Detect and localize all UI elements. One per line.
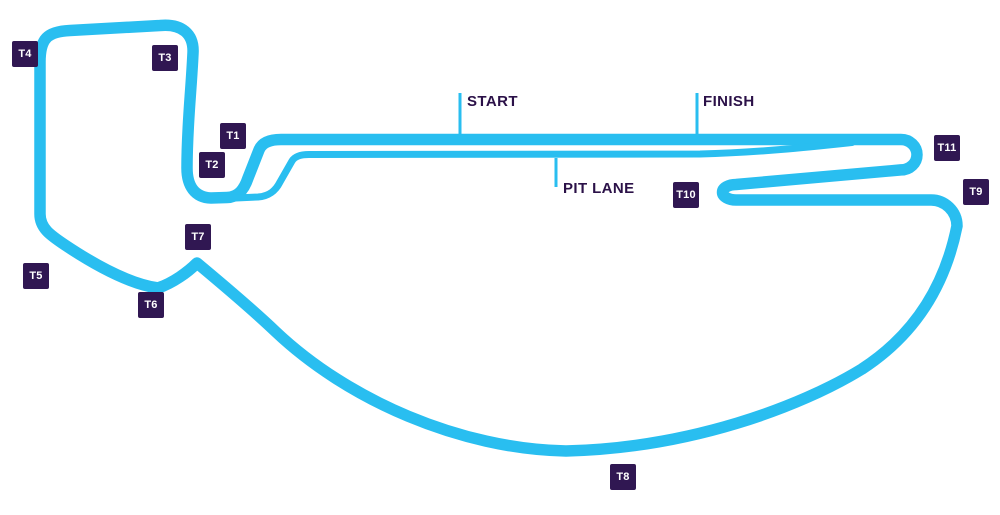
turn-marker-t11: T11 [934, 135, 960, 161]
finish-label: FINISH [703, 93, 755, 110]
turn-marker-t6: T6 [138, 292, 164, 318]
turn-marker-t8: T8 [610, 464, 636, 490]
turn-marker-t4: T4 [12, 41, 38, 67]
turn-marker-t9: T9 [963, 179, 989, 205]
turn-marker-t5: T5 [23, 263, 49, 289]
turn-marker-t7: T7 [185, 224, 211, 250]
start-label: START [467, 93, 518, 110]
pit-lane-line [210, 139, 856, 203]
track-outline [34, 19, 963, 457]
turn-marker-t10: T10 [673, 182, 699, 208]
pit-lane-label: PIT LANE [563, 180, 635, 197]
turn-marker-t1: T1 [220, 123, 246, 149]
turn-marker-t2: T2 [199, 152, 225, 178]
turn-marker-t3: T3 [152, 45, 178, 71]
